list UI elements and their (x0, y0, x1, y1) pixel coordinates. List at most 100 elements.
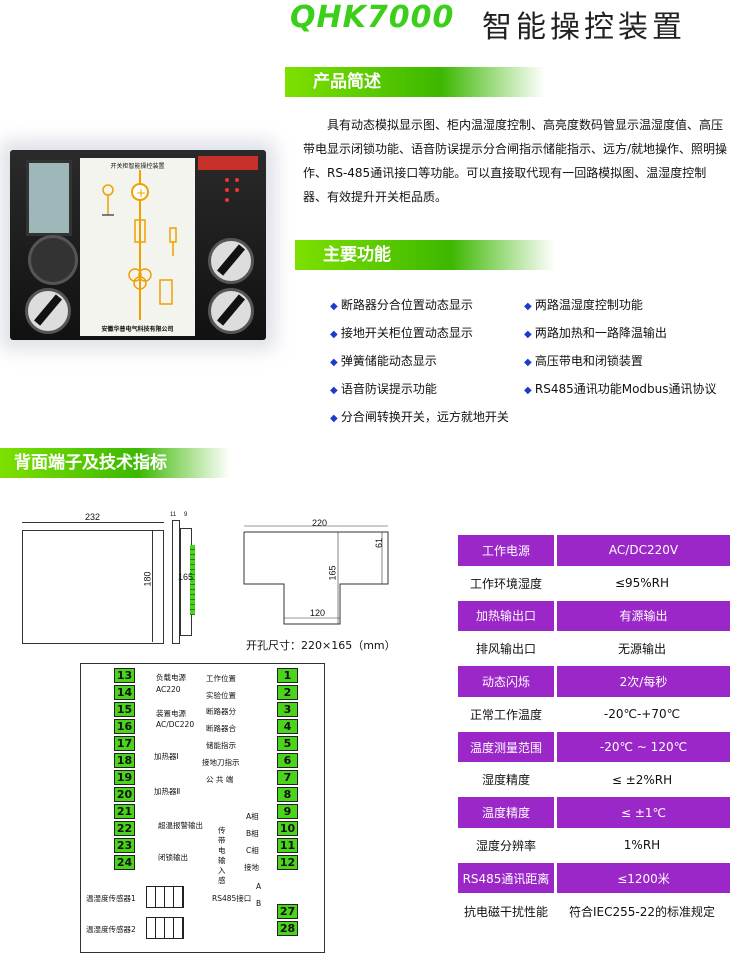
product-title: 智能操控装置 (482, 10, 686, 45)
label-over-temp-alarm: 超温报警输出 (158, 821, 203, 830)
spec-value: ≤ ±2%RH (611, 772, 673, 787)
mimic-panel: 开关柜智能操控装置 安徽华普电气科技有限公司 + (80, 158, 195, 336)
terminal-6: 6 (277, 753, 298, 768)
overview-heading: 产品简述 (313, 72, 381, 92)
features-right-list: 两路温湿度控制功能 两路加热和一路降温输出 高压带电和闭锁装置 RS485通讯功… (524, 292, 717, 404)
indicator-led (225, 188, 229, 192)
feature-item: 断路器分合位置动态显示 (330, 292, 509, 320)
label-breaker-open: 断路器分 (206, 707, 236, 716)
spec-key: 温度测量范围 (458, 731, 557, 763)
spec-key: 工作电源 (458, 535, 557, 566)
terminal-12: 12 (277, 855, 298, 870)
spec-key: 排风输出口 (475, 642, 536, 657)
back-heading-bar: 背面端子及技术指标 (0, 448, 230, 478)
cut-bottom-width: 120 (310, 608, 326, 618)
spec-key: 湿度精度 (481, 773, 530, 788)
cutout-caption: 开孔尺寸：220×165（mm） (246, 639, 396, 652)
spec-value: 符合IEC255-22的标准规定 (568, 904, 715, 919)
terminal-17: 17 (114, 736, 135, 751)
cutout-drawing (243, 525, 389, 625)
dim-line (22, 522, 164, 523)
selector-knob-right-upper (208, 238, 254, 284)
label-common: 公 共 端 (206, 775, 234, 784)
device-photo: 开关柜智能操控装置 安徽华普电气科技有限公司 + (10, 150, 266, 340)
selector-knob-left (25, 288, 71, 334)
mimic-diagram: + (102, 170, 177, 320)
terminal-24: 24 (114, 855, 135, 870)
label-phase-b: B相 (246, 829, 259, 838)
label-phase-c: C相 (246, 846, 259, 855)
features-heading-bar: 主要功能 (295, 240, 555, 270)
terminal-20: 20 (114, 787, 135, 802)
spec-key: 工作环境湿度 (469, 576, 542, 591)
feature-item: 高压带电和闭锁装置 (524, 348, 717, 376)
terminal-7: 7 (277, 770, 298, 785)
spec-value: 无源输出 (617, 642, 666, 657)
spec-value: 有源输出 (557, 600, 730, 632)
terminal-19: 19 (114, 770, 135, 785)
dim-side-height: 165 (178, 572, 194, 582)
spec-row: 温度测量范围-20℃ ~ 120℃ (458, 731, 730, 763)
label-rs485: RS485接口 (212, 894, 252, 903)
label-sensor-2: 温湿度传感器2 (86, 925, 136, 934)
spec-row: RS485通讯距离≤1200米 (458, 862, 730, 894)
label-ac220: AC220 (156, 685, 181, 694)
indicator-strip (198, 156, 258, 170)
label-heater-1: 加热器Ⅰ (154, 752, 179, 761)
terminal-2: 2 (277, 685, 298, 700)
label-phase-a: A相 (246, 812, 259, 821)
dim-height: 180 (142, 571, 153, 587)
dim-line (152, 530, 153, 642)
terminal-14: 14 (114, 685, 135, 700)
spec-row: 排风输出口 无源输出 (458, 633, 730, 664)
sensor-2-connector (146, 917, 184, 939)
spec-value: -20℃ ~ 120℃ (557, 731, 730, 763)
navigation-pad (28, 235, 78, 285)
spec-row: 抗电磁干扰性能 符合IEC255-22的标准规定 (458, 896, 730, 927)
label-breaker-close: 断路器合 (206, 724, 236, 733)
label-earth-switch: 接地刀指示 (202, 758, 240, 767)
terminal-22: 22 (114, 821, 135, 836)
cut-height: 165 (327, 565, 338, 581)
label-sensor-input: 传 带 电 输 入 感 (218, 826, 226, 885)
label-lock-output: 闭锁输出 (158, 853, 188, 862)
label-load-power: 负载电源 (156, 673, 186, 682)
spec-key: RS485通讯距离 (458, 862, 557, 894)
cut-top-height: 61 (374, 537, 385, 549)
indicator-led (225, 198, 229, 202)
spec-row: 湿度精度 ≤ ±2%RH (458, 765, 730, 796)
spec-row: 温度精度≤ ±1℃ (458, 797, 730, 828)
indicator-led (235, 188, 239, 192)
features-heading: 主要功能 (323, 245, 391, 265)
features-left-list: 断路器分合位置动态显示 接地开关柜位置动态显示 弹簧储能动态显示 语音防误提示功… (330, 292, 509, 432)
terminal-15: 15 (114, 702, 135, 717)
terminal-5: 5 (277, 736, 298, 751)
terminal-3: 3 (277, 702, 298, 717)
terminal-18: 18 (114, 753, 135, 768)
feature-item: RS485通讯功能Modbus通讯协议 (524, 376, 717, 404)
spec-key: 湿度分辨率 (475, 838, 536, 853)
spec-row: 加热输出口有源输出 (458, 600, 730, 632)
label-device-power: 装置电源 (156, 709, 186, 718)
terminal-11: 11 (277, 838, 298, 853)
spec-value: ≤95%RH (614, 576, 670, 591)
spec-value: -20℃-+70℃ (603, 707, 681, 722)
spec-value: AC/DC220V (557, 535, 730, 566)
spec-row: 正常工作温度-20℃-+70℃ (458, 699, 730, 730)
indicator-led (225, 178, 229, 182)
front-outline (22, 530, 164, 644)
label-heater-2: 加热器Ⅱ (154, 787, 181, 796)
label-ground: 接地 (244, 863, 259, 872)
spec-key: 动态闪烁 (458, 666, 557, 697)
spec-row: 工作环境湿度 ≤95%RH (458, 568, 730, 599)
spec-value: 2次/每秒 (557, 666, 730, 697)
panel-company: 安徽华普电气科技有限公司 (101, 326, 174, 333)
overview-heading-bar: 产品简述 (285, 67, 545, 97)
dim-depth-a: 11 (170, 512, 177, 518)
spec-key: 抗电磁干扰性能 (463, 904, 548, 919)
feature-item: 分合闸转换开关，远方就地开关 (330, 404, 509, 432)
